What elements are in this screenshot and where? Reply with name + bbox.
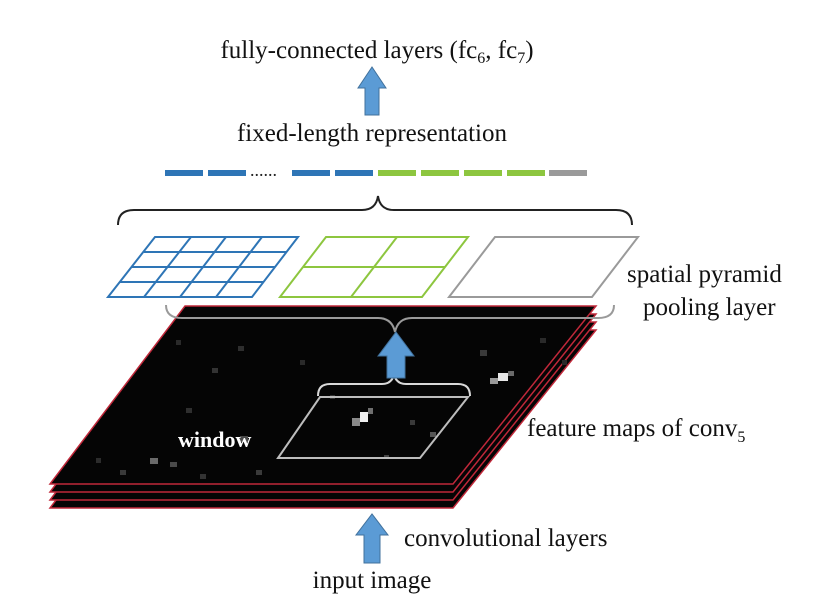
feature-maps-label: feature maps of conv5 [527, 415, 745, 446]
arrow-to-pyramid-icon [377, 331, 415, 379]
spp-label-line2: pooling layer [643, 294, 776, 321]
feature-map-front [48, 305, 598, 485]
spp-label-line1: spatial pyramid [627, 261, 782, 288]
vector-segment [335, 170, 373, 176]
vector-segment [378, 170, 416, 176]
fixed-length-label: fixed-length representation [237, 120, 508, 147]
arrow-input-icon [354, 513, 390, 564]
vector-segment [507, 170, 545, 176]
input-image-label: input image [313, 567, 432, 594]
pyramid-brace-bottom [165, 304, 615, 333]
arrow-to-fc-icon [357, 66, 387, 116]
pyramid-grid-1x1 [446, 236, 641, 298]
vector-segment [549, 170, 587, 176]
vector-ellipsis: ...... [250, 160, 277, 180]
window-label: window [178, 427, 251, 452]
fixed-length-vector: ...... [165, 160, 587, 180]
vector-segment [464, 170, 502, 176]
feature-map-stack: window [48, 305, 598, 509]
pyramid-grid-2x2 [277, 236, 471, 298]
vector-segment [208, 170, 246, 176]
conv-layers-label: convolutional layers [404, 525, 607, 552]
pyramid-brace-top [117, 195, 633, 226]
pyramid-grid-4x4 [105, 236, 301, 298]
vector-segment [292, 170, 330, 176]
vector-segment [165, 170, 203, 176]
fc-layers-label: fully-connected layers (fc6, fc7) [220, 37, 533, 67]
window-region [276, 396, 471, 459]
activation-speckles [96, 338, 567, 479]
vector-segment [421, 170, 459, 176]
